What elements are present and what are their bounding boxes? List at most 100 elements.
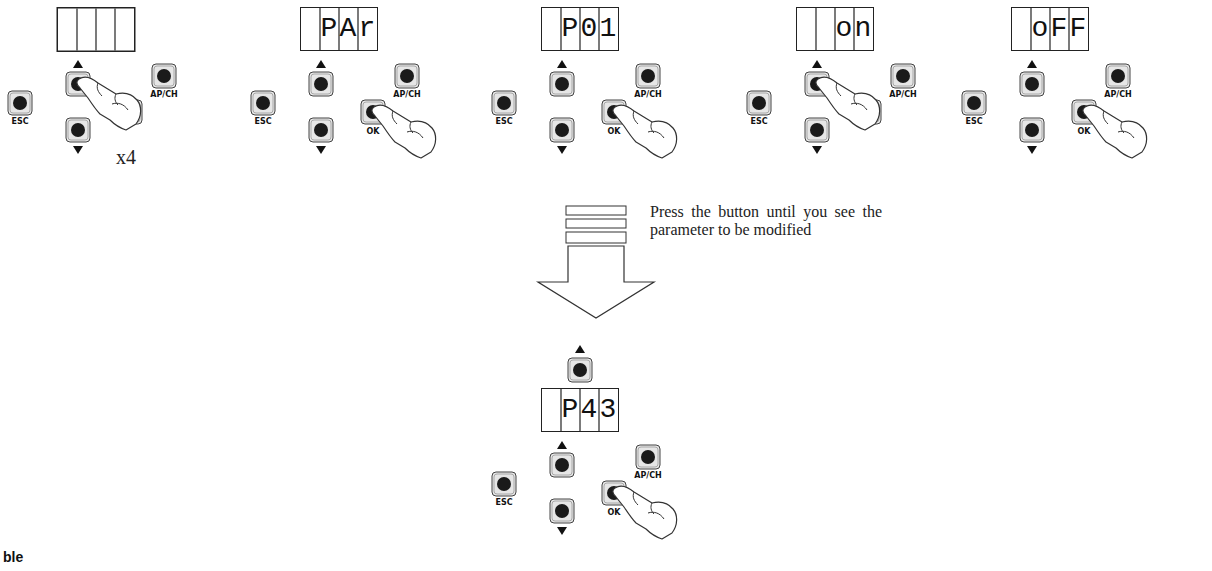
hand-outline bbox=[372, 105, 436, 158]
button-frame bbox=[805, 118, 829, 142]
hand-detail bbox=[97, 83, 128, 110]
button-frame bbox=[66, 118, 90, 142]
up-button bbox=[1020, 72, 1044, 96]
button-frame bbox=[251, 91, 275, 115]
button-dot bbox=[810, 123, 824, 137]
button-bevel bbox=[154, 66, 174, 86]
pointing-hand bbox=[77, 77, 141, 130]
button-label: AP/CH bbox=[1104, 90, 1132, 100]
display-divider bbox=[76, 9, 77, 51]
button-bevel bbox=[552, 120, 572, 140]
button-bevel bbox=[552, 74, 572, 94]
button-label: OK bbox=[608, 508, 621, 518]
hand-outline bbox=[613, 105, 677, 158]
display-divider bbox=[560, 389, 561, 431]
button-dot bbox=[641, 450, 655, 464]
button-frame bbox=[550, 499, 574, 523]
button-dot bbox=[573, 363, 587, 377]
repeat-count: x4 bbox=[116, 146, 136, 168]
esc-button bbox=[492, 472, 516, 496]
down-triangle bbox=[812, 146, 822, 154]
button-frame bbox=[492, 91, 516, 115]
button-bevel bbox=[964, 93, 984, 113]
button-label: AP/CH bbox=[889, 90, 917, 100]
button-dot bbox=[555, 504, 569, 518]
button-frame bbox=[962, 91, 986, 115]
button-bevel bbox=[494, 93, 514, 113]
lcd-display: P01 bbox=[541, 7, 619, 51]
button-frame bbox=[1020, 118, 1044, 142]
apch-button bbox=[891, 64, 915, 88]
pointing-hand bbox=[613, 486, 677, 539]
list-bar bbox=[566, 219, 626, 228]
lcd-display: oFF bbox=[1011, 7, 1089, 51]
down-triangle bbox=[73, 146, 83, 154]
button-bevel bbox=[570, 360, 590, 380]
pointing-hand bbox=[816, 77, 880, 130]
button-frame bbox=[568, 358, 592, 382]
button-label: AP/CH bbox=[393, 90, 421, 100]
down-triangle bbox=[1027, 146, 1037, 154]
button-dot bbox=[400, 69, 414, 83]
apch-button bbox=[152, 64, 176, 88]
button-dot bbox=[157, 69, 171, 83]
up-triangle bbox=[73, 60, 83, 68]
button-frame bbox=[395, 64, 419, 88]
esc-button bbox=[492, 91, 516, 115]
down-button bbox=[805, 118, 829, 142]
button-bevel bbox=[397, 66, 417, 86]
down-triangle bbox=[557, 146, 567, 154]
button-label: ESC bbox=[495, 117, 512, 127]
button-bevel bbox=[1108, 66, 1128, 86]
apch-button bbox=[636, 64, 660, 88]
up-button bbox=[550, 72, 574, 96]
display-divider bbox=[114, 9, 115, 51]
pointing-hand bbox=[1083, 105, 1147, 158]
button-dot bbox=[314, 123, 328, 137]
button-frame bbox=[309, 72, 333, 96]
display-divider bbox=[1030, 8, 1031, 50]
button-label: OK bbox=[367, 127, 380, 137]
esc-button bbox=[8, 91, 32, 115]
button-label: OK bbox=[608, 127, 621, 137]
button-bevel bbox=[68, 120, 88, 140]
button-frame bbox=[636, 64, 660, 88]
button-frame bbox=[1020, 72, 1044, 96]
button-label: AP/CH bbox=[150, 90, 178, 100]
up-button bbox=[568, 358, 592, 382]
down-button bbox=[309, 118, 333, 142]
display-divider bbox=[319, 8, 320, 50]
button-dot bbox=[1025, 77, 1039, 91]
blank-display bbox=[57, 8, 135, 52]
hand-detail bbox=[633, 492, 664, 519]
button-dot bbox=[71, 123, 85, 137]
button-frame bbox=[152, 64, 176, 88]
display-divider bbox=[560, 8, 561, 50]
down-button bbox=[550, 499, 574, 523]
button-bevel bbox=[749, 93, 769, 113]
list-bar bbox=[566, 232, 626, 243]
hand-detail bbox=[1103, 111, 1134, 138]
hand-outline bbox=[77, 77, 141, 130]
button-frame bbox=[636, 445, 660, 469]
button-bevel bbox=[807, 120, 827, 140]
down-button bbox=[550, 118, 574, 142]
hand-outline bbox=[816, 77, 880, 130]
button-label: ESC bbox=[11, 117, 28, 127]
button-frame bbox=[550, 118, 574, 142]
down-triangle bbox=[557, 527, 567, 535]
button-dot bbox=[896, 69, 910, 83]
button-label: OK bbox=[1078, 127, 1091, 137]
button-dot bbox=[1111, 69, 1125, 83]
button-bevel bbox=[552, 501, 572, 521]
display-text: P43 bbox=[561, 389, 619, 431]
down-button bbox=[1020, 118, 1044, 142]
button-dot bbox=[13, 96, 27, 110]
button-bevel bbox=[311, 120, 331, 140]
button-bevel bbox=[1022, 120, 1042, 140]
button-dot bbox=[1025, 123, 1039, 137]
button-bevel bbox=[10, 93, 30, 113]
pointing-hand bbox=[372, 105, 436, 158]
display-text: PAr bbox=[320, 8, 378, 50]
